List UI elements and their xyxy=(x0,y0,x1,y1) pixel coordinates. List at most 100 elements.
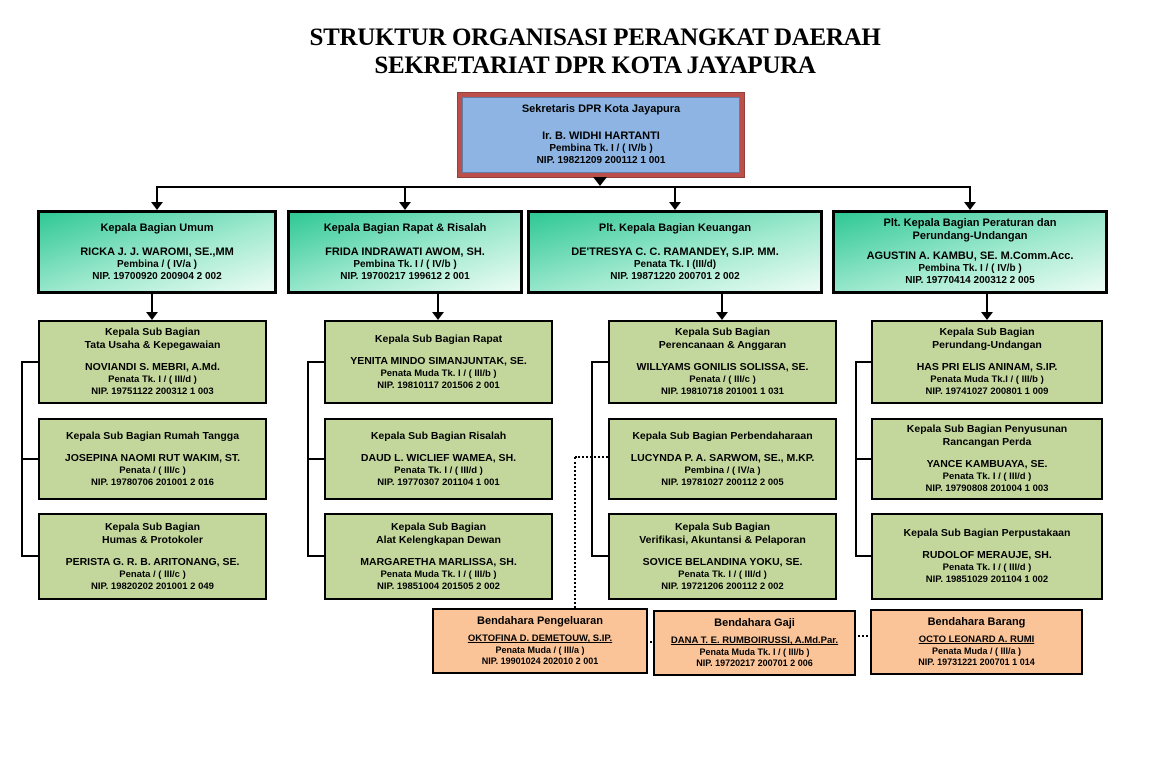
division-box-umum: Kepala Bagian Umum RICKA J. J. WAROMI, S… xyxy=(37,210,277,294)
connector-col4-stub1 xyxy=(855,361,871,363)
treasurer-nip: NIP. 19901024 202010 2 001 xyxy=(481,656,599,666)
sub-name: PERISTA G. R. B. ARITONANG, SE. xyxy=(65,555,240,568)
connector-arrow-secretary xyxy=(593,177,607,186)
treasurer-name: OCTO LEONARD A. RUMI xyxy=(918,634,1035,645)
sub-box-perundang-undangan: Kepala Sub Bagian Perundang-Undangan HAS… xyxy=(871,320,1103,404)
sub-nip: NIP. 19780706 201001 2 016 xyxy=(91,476,214,488)
sub-rank: Penata / ( III/c ) xyxy=(689,374,756,385)
division-box-rapat-risalah: Kepala Bagian Rapat & Risalah FRIDA INDR… xyxy=(287,210,523,294)
division-head-rank: Pembina Tk. I / ( IV/b ) xyxy=(353,258,457,270)
sub-rank: Penata Tk. I / ( III/d ) xyxy=(942,562,1032,573)
sub-rank: Penata Tk. I / ( III/d ) xyxy=(394,464,483,476)
dotted-bendahara-vline xyxy=(574,457,576,608)
division-head-name: FRIDA INDRAWATI AWOM, SH. xyxy=(325,245,485,258)
sub-nip: NIP. 19751122 200312 1 003 xyxy=(91,386,214,397)
connector-col2-stub2 xyxy=(307,458,324,460)
sub-rank: Penata Muda Tk. I / ( III/b ) xyxy=(380,568,497,580)
treasurer-title: Bendahara Barang xyxy=(927,616,1026,628)
treasurer-rank: Penata Muda Tk. I / ( III/b ) xyxy=(699,647,810,657)
connector-top-hline xyxy=(156,186,970,188)
connector-col3-stub1 xyxy=(591,361,608,363)
sub-name: SOVICE BELANDINA YOKU, SE. xyxy=(642,555,803,568)
sub-title: Kepala Sub Bagian Alat Kelengkapan Dewan xyxy=(376,520,501,546)
sub-nip: NIP. 19851029 201104 1 002 xyxy=(925,574,1049,585)
division-head-nip: NIP. 19871220 200701 2 002 xyxy=(610,270,740,282)
treasurer-nip: NIP. 19731221 200701 1 014 xyxy=(918,657,1035,667)
sub-box-alat-kelengkapan: Kepala Sub Bagian Alat Kelengkapan Dewan… xyxy=(324,513,553,600)
sub-name: DAUD L. WICLIEF WAMEA, SH. xyxy=(360,451,517,464)
connector-col2-drop xyxy=(437,294,439,314)
sub-title: Kepala Sub Bagian Perpustakaan xyxy=(903,527,1071,539)
sub-title: Kepala Sub Bagian Penyusunan Rancangan P… xyxy=(906,423,1068,448)
secretary-title: Sekretaris DPR Kota Jayapura xyxy=(521,103,681,115)
sub-nip: NIP. 19820202 201001 2 049 xyxy=(91,580,214,592)
division-head-name: DE'TRESYA C. C. RAMANDEY, S.IP. MM. xyxy=(571,245,779,258)
sub-rank: Penata / ( III/c ) xyxy=(119,464,186,476)
division-head-rank: Penata Tk. I (III/d) xyxy=(633,258,717,270)
connector-col2-stub1 xyxy=(307,361,324,363)
sub-name: NOVIANDI S. MEBRI, A.Md. xyxy=(85,361,220,373)
connector-col4-stub2 xyxy=(855,458,871,460)
sub-box-rumah-tangga: Kepala Sub Bagian Rumah Tangga JOSEPINA … xyxy=(38,418,267,500)
sub-rank: Penata Tk. I / ( III/d ) xyxy=(942,471,1032,482)
sub-name: YENITA MINDO SIMANJUNTAK, SE. xyxy=(350,354,527,367)
sub-name: MARGARETHA MARLISSA, SH. xyxy=(360,555,517,568)
division-box-peraturan: Plt. Kepala Bagian Peraturan dan Perunda… xyxy=(832,210,1108,294)
connector-col2-stub3 xyxy=(307,555,324,557)
sub-name: WILLYAMS GONILIS SOLISSA, SE. xyxy=(636,361,809,373)
sub-name: RUDOLOF MERAUJE, SH. xyxy=(922,549,1052,561)
connector-col3-arrowhead xyxy=(716,312,728,320)
sub-name: HAS PRI ELIS ANINAM, S.IP. xyxy=(916,361,1058,373)
connector-drop-keuangan xyxy=(674,186,676,204)
sub-nip: NIP. 19851004 201505 2 002 xyxy=(377,580,500,592)
treasurer-rank: Penata Muda / ( III/a ) xyxy=(931,646,1021,656)
sub-box-perpustakaan: Kepala Sub Bagian Perpustakaan RUDOLOF M… xyxy=(871,513,1103,600)
dotted-perbendaharaan-stub xyxy=(575,456,608,458)
sub-name: LUCYNDA P. A. SARWOM, SE., M.KP. xyxy=(630,451,815,464)
connector-col3-drop xyxy=(721,294,723,314)
sub-title: Kepala Sub Bagian Rumah Tangga xyxy=(65,429,240,442)
division-title: Plt. Kepala Bagian Keuangan xyxy=(598,221,752,234)
sub-nip: NIP. 19741027 200801 1 009 xyxy=(925,386,1049,397)
sub-nip: NIP. 19721206 200112 2 002 xyxy=(661,580,784,592)
connector-arrowhead-umum xyxy=(151,202,163,210)
sub-box-humas-protokoler: Kepala Sub Bagian Humas & Protokoler PER… xyxy=(38,513,267,600)
connector-drop-peraturan xyxy=(969,186,971,204)
division-title: Kepala Bagian Rapat & Risalah xyxy=(323,221,487,234)
division-head-nip: NIP. 19700920 200904 2 002 xyxy=(92,270,222,282)
connector-col3-stub3 xyxy=(591,555,608,557)
connector-col1-stub2 xyxy=(21,458,38,460)
division-title: Kepala Bagian Umum xyxy=(100,221,214,234)
sub-name: YANCE KAMBUAYA, SE. xyxy=(926,458,1048,470)
sub-box-rancangan-perda: Kepala Sub Bagian Penyusunan Rancangan P… xyxy=(871,418,1103,500)
treasurer-name: DANA T. E. RUMBOIRUSSI, A.Md.Par. xyxy=(670,635,839,646)
sub-nip: NIP. 19770307 201104 1 001 xyxy=(377,476,500,488)
secretary-box: Sekretaris DPR Kota Jayapura Ir. B. WIDH… xyxy=(458,93,744,177)
sub-box-risalah: Kepala Sub Bagian Risalah DAUD L. WICLIE… xyxy=(324,418,553,500)
connector-col2-arrowhead xyxy=(432,312,444,320)
connector-arrowhead-peraturan xyxy=(964,202,976,210)
sub-box-verifikasi-akuntansi: Kepala Sub Bagian Verifikasi, Akuntansi … xyxy=(608,513,837,600)
sub-nip: NIP. 19810117 201506 2 001 xyxy=(377,379,500,391)
sub-nip: NIP. 19781027 200112 2 005 xyxy=(661,476,784,488)
connector-col1-drop xyxy=(151,294,153,314)
sub-rank: Penata Muda Tk. I / ( III/b ) xyxy=(380,367,497,379)
connector-arrowhead-rapat xyxy=(399,202,411,210)
division-title: Plt. Kepala Bagian Peraturan dan Perunda… xyxy=(883,217,1057,242)
treasurer-title: Bendahara Gaji xyxy=(714,617,795,629)
dotted-pengeluaran-gaji xyxy=(645,641,656,643)
sub-name: JOSEPINA NAOMI RUT WAKIM, ST. xyxy=(64,451,241,464)
treasurer-box-barang: Bendahara Barang OCTO LEONARD A. RUMI Pe… xyxy=(870,609,1083,675)
sub-title: Kepala Sub Bagian Perbendaharaan xyxy=(632,429,813,442)
connector-col3-spine xyxy=(591,361,593,557)
sub-box-perencanaan-anggaran: Kepala Sub Bagian Perencanaan & Anggaran… xyxy=(608,320,837,404)
secretary-name: Ir. B. WIDHI HARTANTI xyxy=(542,130,660,142)
treasurer-nip: NIP. 19720217 200701 2 006 xyxy=(696,658,813,668)
page-title: STRUKTUR ORGANISASI PERANGKAT DAERAH SEK… xyxy=(60,24,1130,80)
sub-title: Kepala Sub Bagian Risalah xyxy=(370,429,507,442)
connector-drop-rapat xyxy=(404,186,406,204)
sub-rank: Pembina / ( IV/a ) xyxy=(684,464,761,476)
sub-nip: NIP. 19810718 201001 1 031 xyxy=(661,386,784,397)
sub-title: Kepala Sub Bagian Perundang-Undangan xyxy=(932,326,1042,351)
